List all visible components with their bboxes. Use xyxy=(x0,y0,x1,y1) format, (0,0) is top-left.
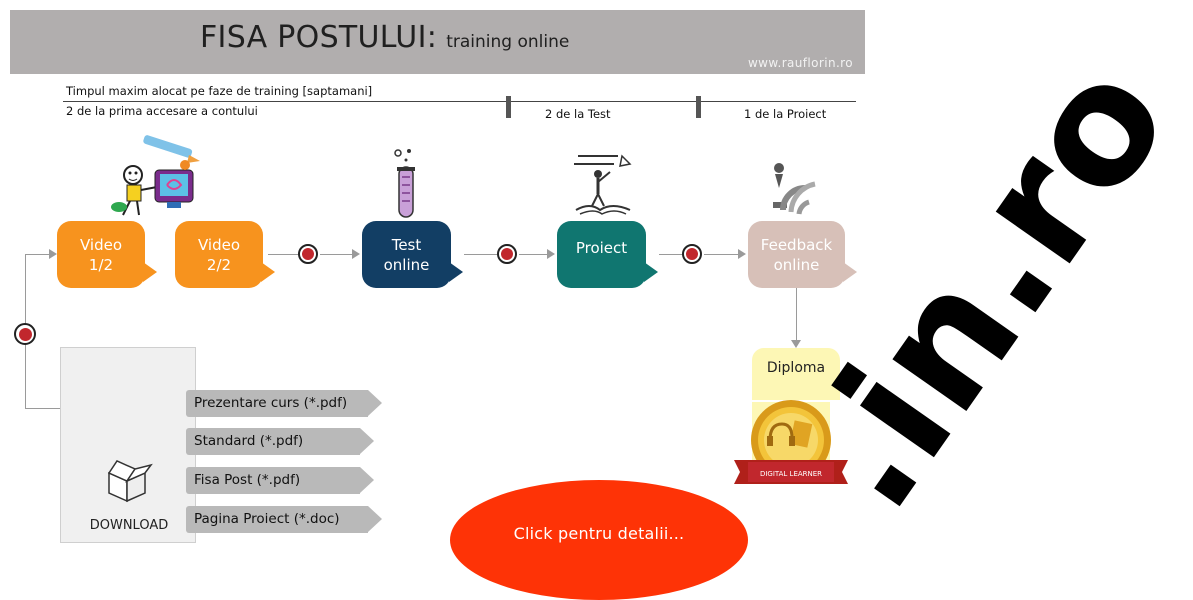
connector-top xyxy=(25,254,51,255)
title-subtitle: training online xyxy=(446,32,570,52)
site-url[interactable]: www.rauflorin.ro xyxy=(747,56,853,70)
arrow-line xyxy=(659,254,682,255)
timeline-line xyxy=(63,101,856,102)
feedback-line1: Feedback xyxy=(760,235,833,254)
video-2-line1: Video xyxy=(197,235,241,254)
diploma-label: Diploma xyxy=(766,360,826,376)
page-header: FISA POSTULUI: training online www.raufl… xyxy=(10,10,865,74)
proiect-box[interactable]: Proiect xyxy=(557,221,658,288)
feedback-online-box[interactable]: Feedback online xyxy=(748,221,857,288)
up-icon xyxy=(18,327,32,341)
arrow-line xyxy=(464,254,497,255)
video-1-line2: 1/2 xyxy=(88,255,114,274)
connector-bottom xyxy=(25,408,61,409)
page-title: FISA POSTULUI: training online xyxy=(200,20,569,55)
timeline-phase1: 2 de la prima accesare a contului xyxy=(66,104,258,118)
timeline-caption: Timpul maxim alocat pe faze de training … xyxy=(66,84,373,98)
badge-text: DIGITAL LEARNER xyxy=(760,470,822,478)
video-2-line2: 2/2 xyxy=(206,255,232,274)
fast-forward-icon xyxy=(302,248,314,260)
proiect-label: Proiect xyxy=(575,239,628,257)
video-1-line1: Video xyxy=(79,235,123,254)
arrow-line xyxy=(519,254,547,255)
download-label: DOWNLOAD xyxy=(89,518,169,533)
timeline-tick-2 xyxy=(696,96,701,118)
digital-learner-badge-icon: DIGITAL LEARNER xyxy=(734,400,848,484)
arrow-head xyxy=(791,340,801,348)
video-illustration xyxy=(111,135,200,216)
file-standard[interactable]: Standard (*.pdf) xyxy=(186,428,374,455)
open-box-icon xyxy=(107,460,153,503)
pencil-icon xyxy=(143,135,200,163)
fast-forward-button[interactable] xyxy=(497,244,517,264)
fast-forward-button[interactable] xyxy=(298,244,318,264)
file-pagina-proiect[interactable]: Pagina Proiect (*.doc) xyxy=(186,506,382,533)
site-watermark: .in.ro xyxy=(830,27,1193,540)
feedback-line2: online xyxy=(773,255,820,274)
arrow-line xyxy=(704,254,738,255)
download-panel[interactable]: DOWNLOAD xyxy=(60,347,196,543)
callout-tail xyxy=(449,262,463,282)
arrow-line xyxy=(268,254,298,255)
arrow-line xyxy=(796,288,797,344)
callout-tail xyxy=(843,262,857,282)
test-line2: online xyxy=(383,255,430,274)
callout-tail xyxy=(143,262,157,282)
video-1-box[interactable]: Video 1/2 xyxy=(57,221,157,288)
scroll-up-button[interactable] xyxy=(14,323,36,345)
fast-forward-icon xyxy=(686,248,698,260)
callout-tail xyxy=(261,262,275,282)
test-tube-icon xyxy=(394,149,415,218)
timeline-tick-1 xyxy=(506,96,511,118)
arrow-head xyxy=(738,249,746,259)
timeline-phase2: 2 de la Test xyxy=(545,107,611,121)
arrow-head xyxy=(547,249,555,259)
arrow-head xyxy=(352,249,360,259)
callout-tail xyxy=(644,262,658,282)
presenter-icon xyxy=(574,154,632,215)
timeline-phase3: 1 de la Proiect xyxy=(744,107,827,121)
monitor-icon xyxy=(154,169,194,208)
fast-forward-button[interactable] xyxy=(682,244,702,264)
arrow-line xyxy=(320,254,352,255)
cta-label: Click pentru detalii... xyxy=(513,524,685,543)
file-fisa-post[interactable]: Fisa Post (*.pdf) xyxy=(186,467,374,494)
video-2-box[interactable]: Video 2/2 xyxy=(175,221,275,288)
title-main: FISA POSTULUI: xyxy=(200,20,438,55)
arrow-head xyxy=(49,249,57,259)
file-prezentare-curs[interactable]: Prezentare curs (*.pdf) xyxy=(186,390,382,417)
watermark-text: .in.ro xyxy=(830,27,1193,540)
test-line1: Test xyxy=(391,235,422,254)
feedback-rss-icon xyxy=(773,163,816,215)
diploma-panel[interactable]: Diploma xyxy=(752,348,840,400)
details-cta-button[interactable]: Click pentru detalii... xyxy=(450,480,748,600)
test-online-box[interactable]: Test online xyxy=(362,221,463,288)
fast-forward-icon xyxy=(501,248,513,260)
